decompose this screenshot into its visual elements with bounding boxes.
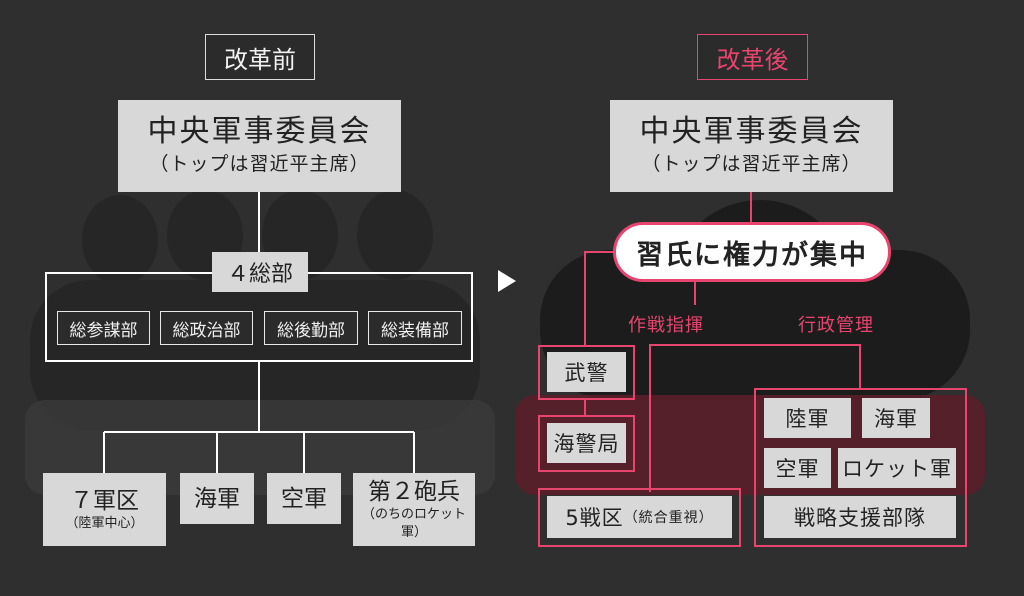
before-cmc-box: 中央軍事委員会 （トップは習近平主席） bbox=[118, 100, 401, 192]
after-cmc-subtitle: （トップは習近平主席） bbox=[641, 153, 862, 175]
before-cmc-subtitle: （トップは習近平主席） bbox=[149, 153, 370, 175]
theaters-frame bbox=[538, 488, 741, 547]
before-header: 改革前 bbox=[205, 34, 315, 80]
armed-police-box: 武警 bbox=[547, 352, 626, 392]
branch-navy-before: 海軍 bbox=[180, 473, 254, 524]
service-airforce: 空軍 bbox=[764, 448, 831, 488]
play-arrow-icon bbox=[498, 270, 516, 292]
after-cmc-title: 中央軍事委員会 bbox=[639, 114, 864, 149]
service-strategic-support: 戦略支援部隊 bbox=[764, 496, 956, 538]
dept-general-staff: 総参謀部 bbox=[57, 311, 150, 345]
branch-military-regions: ７軍区 （陸軍中心） bbox=[43, 473, 166, 546]
coast-guard-frame bbox=[538, 415, 635, 472]
dept-general-armament: 総装備部 bbox=[368, 311, 462, 345]
theaters-box: 5戦区（統合重視） bbox=[547, 496, 732, 538]
branch-airforce-before: 空軍 bbox=[267, 473, 341, 524]
power-concentration-pill: 習氏に権力が集中 bbox=[613, 222, 891, 282]
services-frame bbox=[754, 388, 967, 547]
armed-police-frame bbox=[538, 345, 635, 400]
command-label: 作戦指揮 bbox=[628, 315, 704, 336]
after-header: 改革後 bbox=[697, 34, 808, 80]
coast-guard-box: 海警局 bbox=[547, 423, 626, 463]
soldiers-silhouette-left bbox=[25, 400, 495, 495]
after-cmc-box: 中央軍事委員会 （トップは習近平主席） bbox=[610, 100, 893, 192]
service-army: 陸軍 bbox=[764, 398, 851, 438]
dept-general-political: 総政治部 bbox=[160, 311, 253, 345]
branch-second-artillery: 第２砲兵 （のちのロケット軍） bbox=[353, 473, 475, 546]
service-rocket-force: ロケット軍 bbox=[838, 448, 956, 488]
admin-label: 行政管理 bbox=[798, 315, 874, 336]
dept-general-logistics: 総後勤部 bbox=[264, 311, 358, 345]
general-depts-label: ４総部 bbox=[212, 252, 308, 292]
before-cmc-title: 中央軍事委員会 bbox=[147, 114, 372, 149]
service-navy: 海軍 bbox=[862, 398, 930, 438]
before-connectors bbox=[103, 192, 415, 473]
